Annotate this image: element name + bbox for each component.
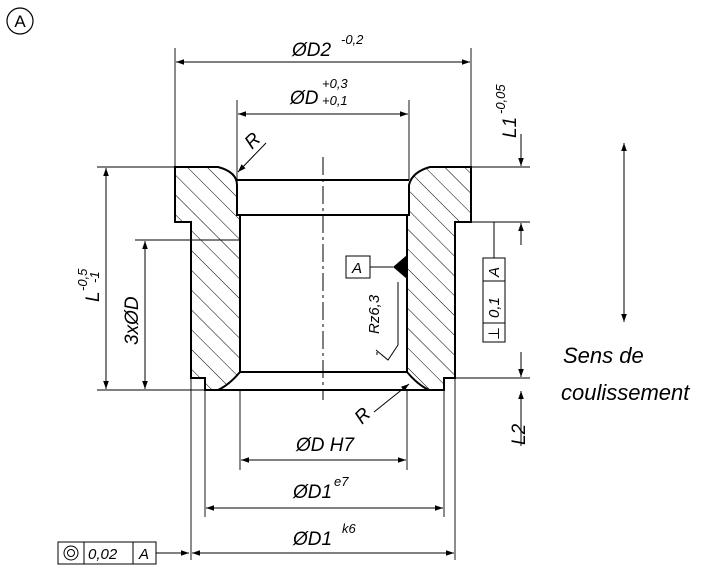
- extension-lines: [97, 48, 530, 560]
- roughness-symbol: Rz6,3: [366, 282, 399, 361]
- left-wall: [174, 166, 241, 391]
- dim-d1-e7-label: ØD1: [292, 482, 332, 503]
- dim-d-label: ØD: [289, 88, 319, 109]
- dim-d-tol-upper: +0,3: [322, 76, 348, 91]
- dim-l-tol-lower: -1: [87, 271, 102, 283]
- perpendicularity-symbol: ⊥: [486, 327, 503, 340]
- bushing-section: [174, 157, 472, 400]
- right-wall: [406, 166, 472, 391]
- dim-l-tol-upper: -0,5: [75, 268, 90, 291]
- roughness-value: Rz6,3: [366, 294, 383, 334]
- dimension-texts: ØD2 -0,2 ØD +0,3 +0,1 R R ØD H7 ØD1 e7 Ø…: [75, 32, 530, 550]
- concentricity-frame: 0,02 A: [57, 541, 189, 565]
- perpendicularity-frame: ⊥ 0,1 A: [482, 222, 506, 343]
- dim-d-tol-lower: +0,1: [322, 93, 348, 108]
- r-top-label: R: [241, 129, 266, 154]
- concentricity-datum: A: [138, 546, 149, 563]
- view-label-text: A: [14, 12, 26, 31]
- dim-d1-k6-tol: k6: [342, 521, 357, 536]
- dim-l1-label: L1: [500, 117, 521, 138]
- perpendicularity-value: 0,1: [486, 297, 503, 318]
- dim-d2-tol: -0,2: [341, 32, 364, 47]
- dim-d2-label: ØD2: [291, 40, 332, 61]
- dimension-lines: [103, 59, 627, 556]
- concentricity-value: 0,02: [88, 546, 118, 563]
- view-label-circle: [6, 7, 34, 35]
- view-label: A: [6, 7, 34, 35]
- dim-d-h7-label: ØD H7: [295, 435, 356, 456]
- datum-a-label: A: [351, 260, 362, 277]
- dim-l1-tol: -0,05: [493, 84, 508, 114]
- sliding-note-line1: Sens de: [563, 343, 644, 368]
- dim-l2-label: L2: [509, 423, 530, 445]
- dim-l-label: L: [83, 291, 104, 302]
- r-bottom-label: R: [351, 404, 376, 429]
- perpendicularity-datum: A: [486, 267, 503, 278]
- datum-a-triangle: [393, 255, 407, 279]
- concentricity-symbol-outer: [63, 545, 79, 561]
- dim-bolt-label: 3xØD: [122, 296, 143, 345]
- sliding-note-line2: coulissement: [561, 380, 690, 405]
- dim-d1-e7-tol: e7: [334, 474, 349, 489]
- sliding-note: Sens de coulissement: [561, 343, 690, 405]
- dim-d1-k6-label: ØD1: [292, 529, 332, 550]
- datum-a: A: [345, 255, 407, 279]
- concentricity-symbol-inner: [67, 549, 75, 557]
